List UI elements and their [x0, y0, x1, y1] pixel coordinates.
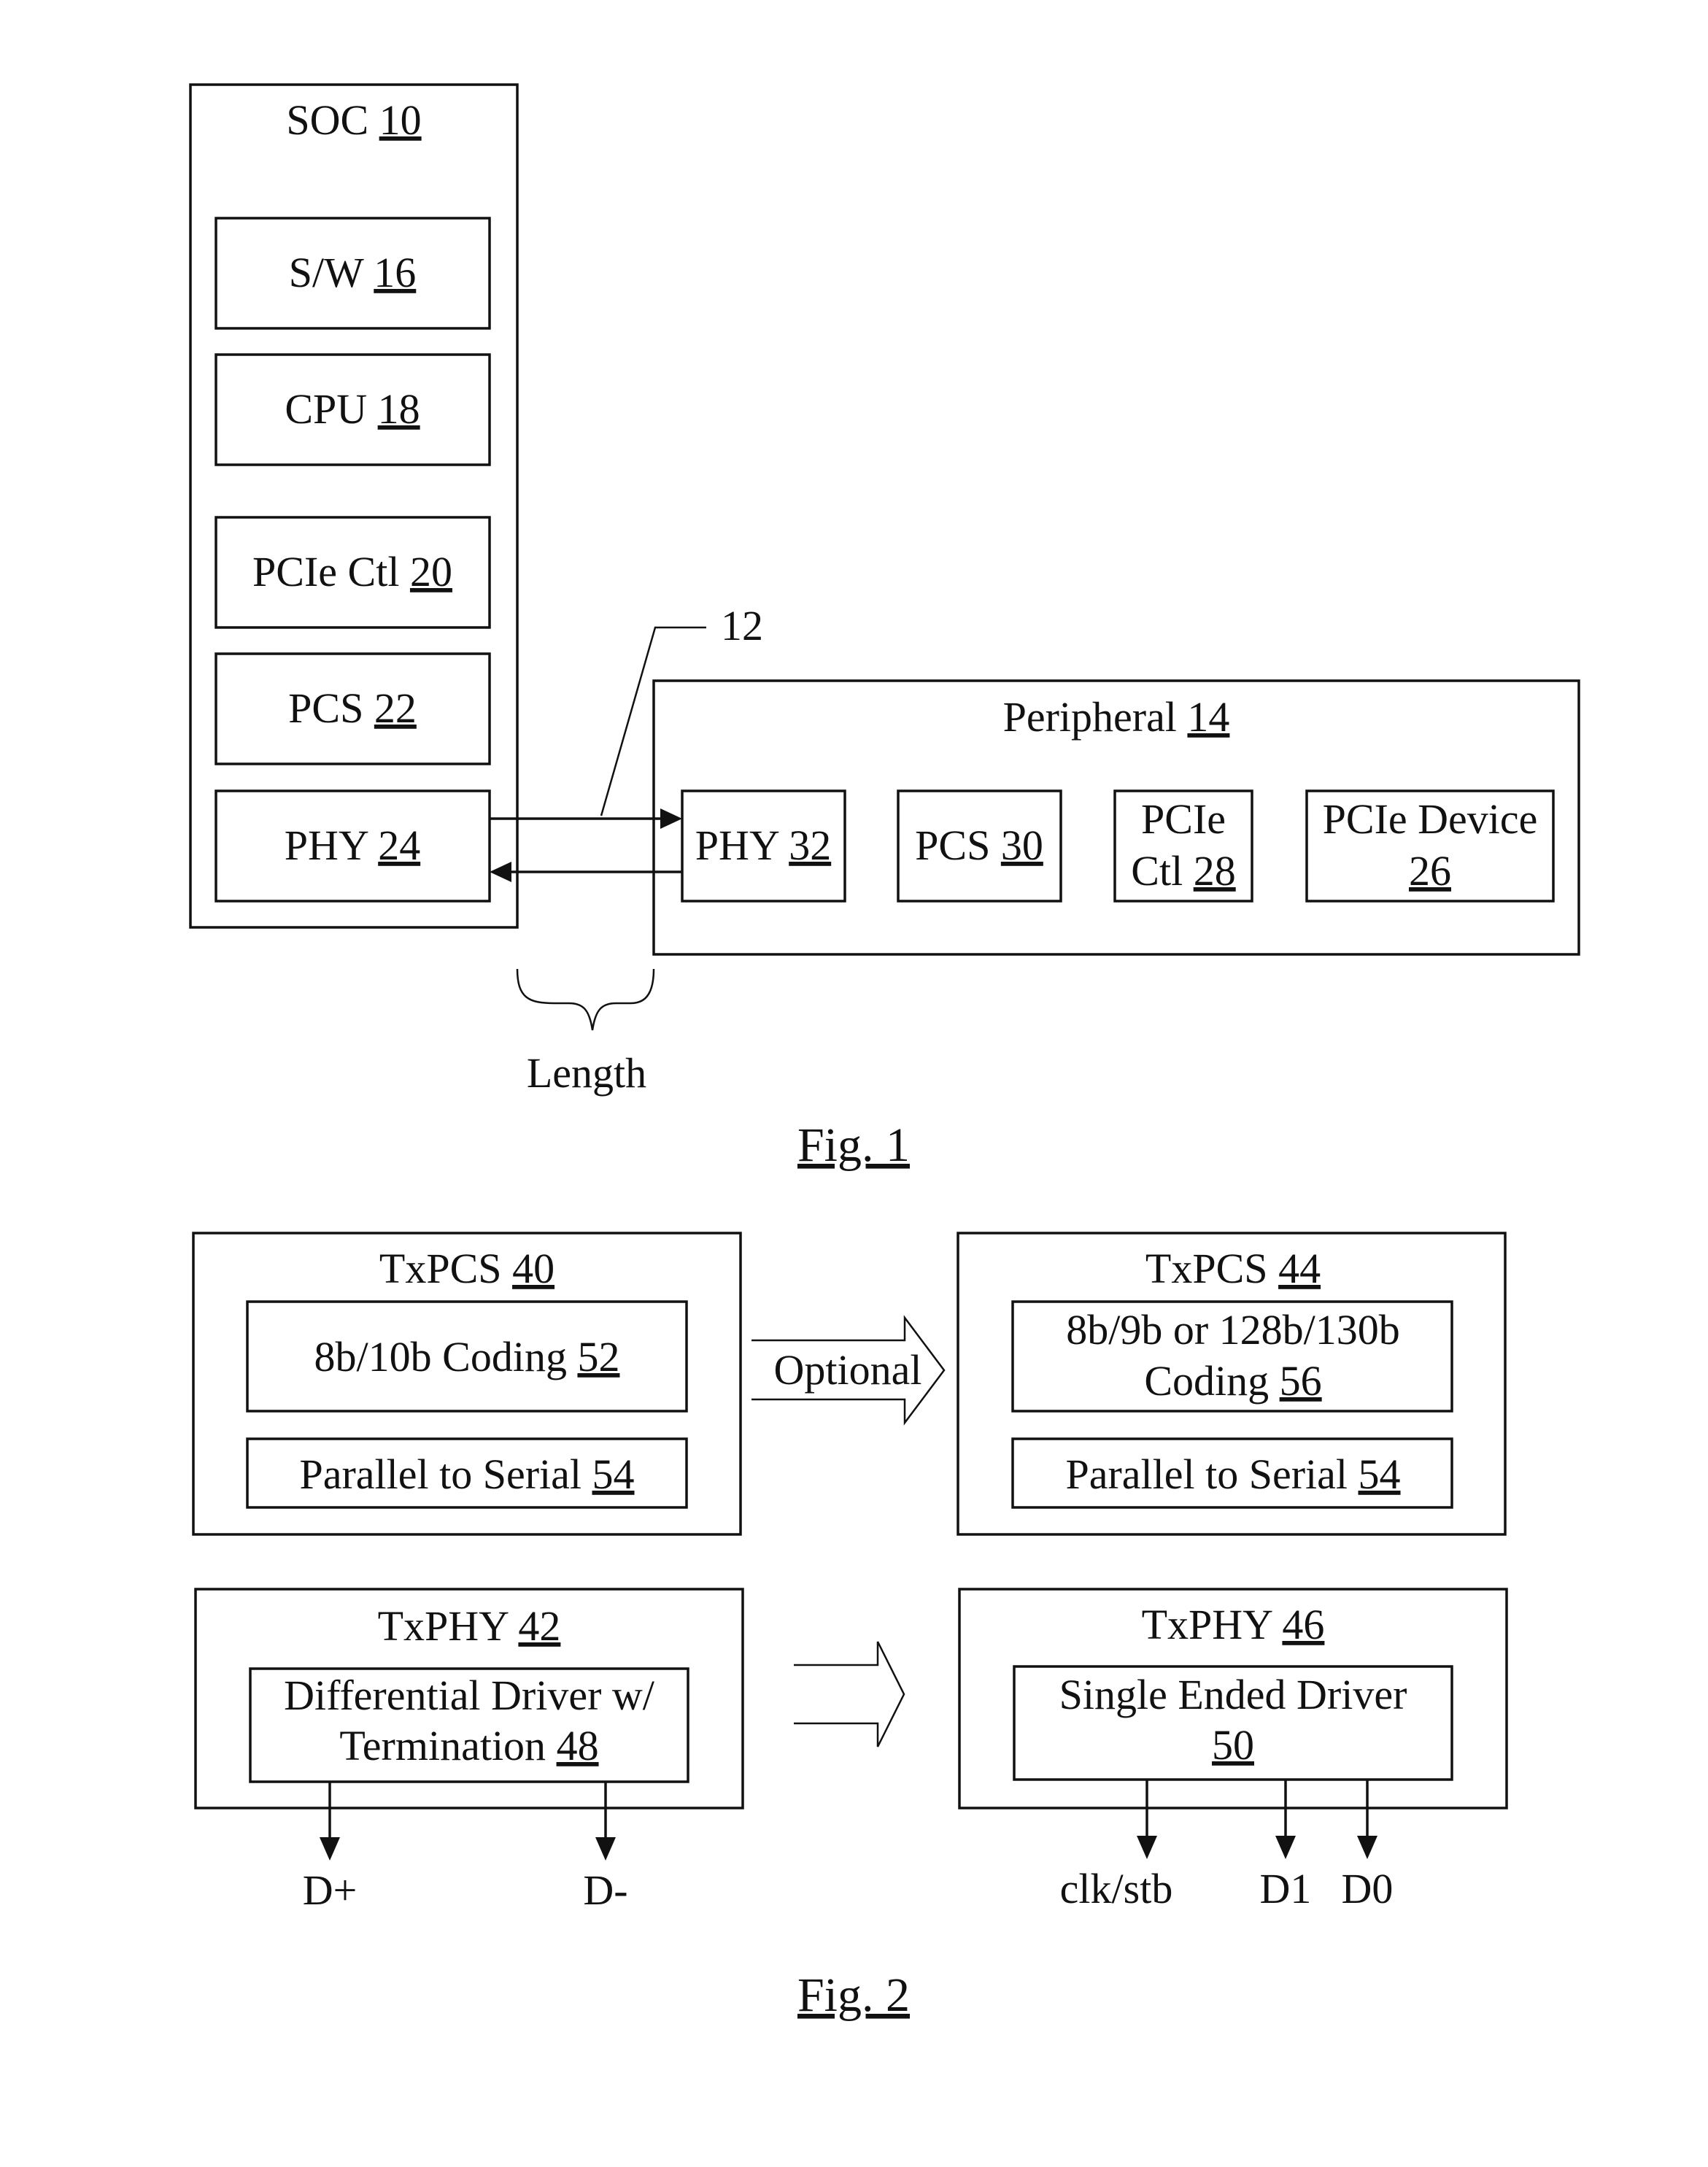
clk-stb-arrowhead: [1137, 1836, 1157, 1859]
soc-box: [190, 85, 517, 927]
d1-label: D1: [1260, 1865, 1312, 1912]
d-plus-label: D+: [303, 1866, 358, 1914]
pcie-ctl-20-label: PCIe Ctl 20: [252, 548, 452, 595]
se-driver-50-line1: Single Ended Driver: [1059, 1671, 1407, 1718]
txpcs-40-label: TxPCS 40: [379, 1245, 554, 1292]
pcie-device-26-ref: 26: [1409, 847, 1451, 895]
figure-2: TxPCS 40 8b/10b Coding 52 Parallel to Se…: [193, 1233, 1507, 2022]
p2s-54-right-label: Parallel to Serial 54: [1065, 1451, 1400, 1498]
coding-56-line1: 8b/9b or 128b/130b: [1066, 1306, 1400, 1353]
d0-label: D0: [1342, 1865, 1394, 1912]
coding-56-line2: Coding 56: [1144, 1357, 1321, 1405]
soc-label: SOC 10: [286, 96, 421, 144]
rx-link-arrowhead: [490, 862, 511, 882]
diff-driver-48-line2: Termination 48: [339, 1722, 598, 1769]
d-plus-arrowhead: [320, 1837, 340, 1861]
se-driver-50-ref: 50: [1212, 1721, 1254, 1769]
phy-24-label: PHY 24: [285, 822, 420, 869]
d-minus-label: D-: [583, 1866, 627, 1914]
phy-32-label: PHY 32: [695, 822, 831, 869]
p2s-54-left-label: Parallel to Serial 54: [299, 1451, 634, 1498]
txpcs-44-label: TxPCS 44: [1145, 1245, 1321, 1292]
sw-label: S/W 16: [289, 249, 417, 296]
length-label: Length: [527, 1049, 646, 1097]
optional-label: Optional: [774, 1346, 922, 1394]
cpu-label: CPU 18: [285, 385, 420, 433]
pcie-ctl-28-line2: Ctl 28: [1131, 847, 1235, 895]
txphy-46-label: TxPHY 46: [1142, 1601, 1325, 1648]
pcie-ctl-28-line1: PCIe: [1141, 795, 1226, 843]
d0-arrowhead: [1357, 1836, 1377, 1859]
pcs-22-label: PCS 22: [288, 684, 417, 732]
phy-transition-arrow: [794, 1642, 904, 1747]
clk-stb-label: clk/stb: [1060, 1865, 1173, 1912]
peripheral-label: Peripheral 14: [1003, 693, 1230, 741]
diff-driver-48-line1: Differential Driver w/: [284, 1672, 655, 1719]
d1-arrowhead: [1275, 1836, 1296, 1859]
length-brace: [517, 969, 654, 1030]
d-minus-arrowhead: [595, 1837, 616, 1861]
tx-link-arrowhead: [660, 808, 682, 829]
pcie-device-26-line1: PCIe Device: [1323, 795, 1538, 843]
figure-1: SOC 10 S/W 16 CPU 18 PCIe Ctl 20 PCS 22 …: [190, 85, 1579, 1172]
fig1-caption: Fig. 1: [797, 1119, 910, 1172]
txphy-42-label: TxPHY 42: [378, 1602, 561, 1650]
pcs-30-label: PCS 30: [915, 822, 1043, 869]
link-ref-label: 12: [721, 602, 763, 649]
fig2-caption: Fig. 2: [797, 1969, 910, 2022]
coding-52-label: 8b/10b Coding 52: [314, 1333, 620, 1380]
